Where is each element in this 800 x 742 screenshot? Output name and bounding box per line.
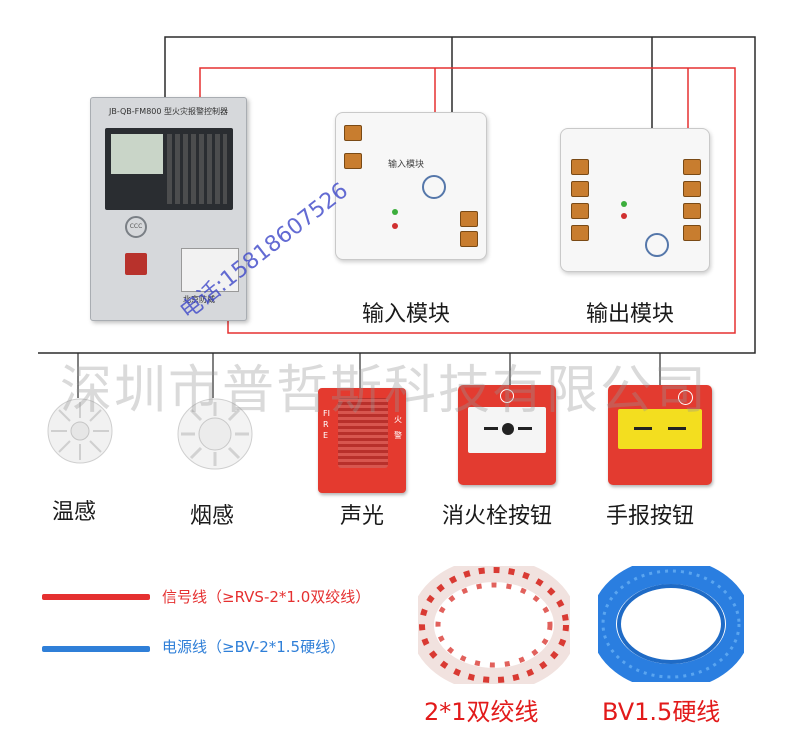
status-led-icon — [392, 209, 398, 215]
power-legend-label: 电源线（≥BV-2*1.5硬线） — [162, 638, 346, 656]
twisted-pair-caption: 2*1双绞线 — [424, 698, 539, 726]
bus-wire — [38, 36, 756, 354]
input-module-caption: 输入模块 — [362, 302, 451, 327]
strobe-alarm-text: 火警 — [394, 415, 402, 440]
terminal — [460, 231, 478, 247]
panel-keypad — [167, 134, 227, 204]
hydrant-button-caption: 消火栓按钮 — [442, 504, 553, 529]
manual-call-caption: 手报按钮 — [606, 504, 695, 529]
smoke-detector-icon — [177, 398, 253, 470]
status-led-icon — [621, 201, 627, 207]
bv-wire-coil-icon — [598, 566, 744, 682]
bv-wire-caption: BV1.5硬线 — [602, 698, 721, 726]
input-module: 输入模块 — [335, 112, 487, 260]
action-led-icon — [621, 213, 627, 219]
strobe-lens — [338, 398, 388, 468]
company-watermark: 深圳市普哲斯科技有限公司 — [60, 361, 709, 421]
terminal — [344, 153, 362, 169]
twisted-pair-coil-icon — [418, 566, 570, 684]
panel-title: JB-QB-FM800 型火灾报警控制器 — [108, 107, 228, 116]
panel-display — [105, 128, 233, 210]
signal-legend-swatch — [42, 594, 150, 600]
signal-wire — [199, 67, 736, 334]
fire-alarm-control-panel: JB-QB-FM800 型火灾报警控制器 CCC 北京防威 — [90, 97, 247, 321]
panel-brand: 北京防威 — [183, 295, 215, 304]
terminal — [571, 159, 589, 175]
terminal — [683, 203, 701, 219]
arrow-left-icon — [668, 427, 686, 430]
panel-lcd — [111, 134, 163, 174]
terminal — [683, 159, 701, 175]
ccc-cert-icon — [500, 389, 514, 403]
sound-light-alarm: FIRE 火警 — [318, 388, 406, 493]
heat-detector-icon — [47, 398, 113, 464]
heat-detector-caption: 温感 — [52, 500, 97, 525]
output-module-caption: 输出模块 — [586, 302, 675, 327]
terminal — [571, 203, 589, 219]
terminal — [683, 225, 701, 241]
terminal — [460, 211, 478, 227]
power-legend-swatch — [42, 646, 150, 652]
arrow-left-icon — [518, 427, 532, 430]
signal-legend-label: 信号线（≥RVS-2*1.0双绞线） — [162, 588, 371, 606]
sound-light-caption: 声光 — [340, 504, 385, 529]
ccc-cert-icon: CCC — [125, 216, 147, 238]
terminal — [571, 181, 589, 197]
terminal — [344, 125, 362, 141]
hydrant-button-window — [468, 407, 546, 453]
arrow-right-icon — [634, 427, 652, 430]
manual-call-point — [608, 385, 712, 485]
warning-sticker-icon — [125, 253, 147, 275]
ccc-cert-icon — [422, 175, 446, 199]
arrow-right-icon — [484, 427, 498, 430]
manual-call-window — [618, 409, 702, 449]
ccc-cert-icon — [678, 390, 693, 405]
strobe-fire-text: FIRE — [323, 409, 330, 440]
smoke-detector-caption: 烟感 — [190, 504, 235, 529]
terminal — [571, 225, 589, 241]
hydrant-button — [458, 385, 556, 485]
panel-nameplate — [181, 248, 239, 292]
action-led-icon — [392, 223, 398, 229]
press-point-icon — [502, 423, 514, 435]
ccc-cert-icon — [645, 233, 669, 257]
input-module-label: 输入模块 — [388, 160, 425, 170]
terminal — [683, 181, 701, 197]
output-module — [560, 128, 710, 272]
